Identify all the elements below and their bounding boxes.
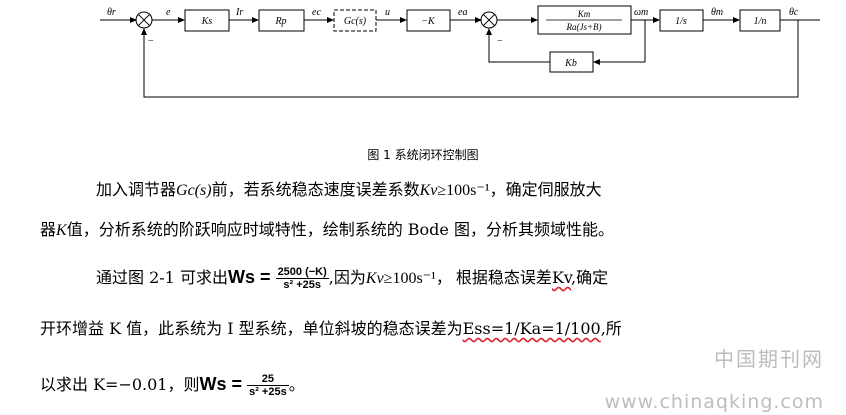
- minus-sign-2: −: [497, 36, 503, 47]
- text: 通过图 2-1 可求出: [96, 268, 228, 287]
- block-diagram: θr e Ir ec u ea ωm θm θc − − Ks Rp Gc(s)…: [100, 5, 820, 98]
- block-gear-label: 1/n: [754, 16, 767, 27]
- equation-ws-label: Ws =: [199, 374, 242, 394]
- label-theta-c: θc: [789, 7, 799, 18]
- label-ea: ea: [458, 7, 467, 18]
- symbol-k: K: [56, 222, 67, 239]
- label-e: e: [166, 7, 171, 18]
- text: 开环增益 K 值，此系统为 I 型系统，单位斜坡的稳态误差为: [40, 319, 463, 338]
- text: ,确定: [571, 268, 609, 287]
- inner-feedback-path: [593, 20, 646, 65]
- block-ks-label: Ks: [201, 16, 213, 27]
- ess-expression: Ess=1/Ka=1/100: [462, 319, 601, 338]
- symbol-kv-underlined: Kv: [551, 268, 572, 287]
- fraction-denominator: s² +25s: [283, 279, 321, 291]
- block-motor-denominator: Ra(Js+B): [565, 22, 601, 32]
- fraction-numerator: 2500 (−K): [275, 266, 329, 279]
- text: ≥100s⁻¹，确定伺服放大: [437, 182, 602, 199]
- watermark-cn: 中国期刊网: [714, 347, 824, 371]
- label-omega-m: ωm: [634, 7, 648, 18]
- text: 前，若系统稳态速度误差系数: [211, 180, 420, 199]
- text: ,因为: [328, 268, 366, 287]
- text: ≥100s⁻¹， 根据稳态误差: [383, 270, 552, 287]
- label-ir: Ir: [235, 7, 243, 18]
- block-gc-label: Gc(s): [344, 16, 367, 27]
- figure-caption: 图 1 系统闭环控制图: [367, 148, 479, 162]
- block-kb-label: Kb: [564, 58, 577, 69]
- text: 。: [288, 375, 305, 394]
- symbol-kv: Kv: [419, 182, 438, 199]
- text: 以求出 K=−0.01，则: [40, 375, 200, 394]
- label-theta-m: θm: [711, 7, 723, 18]
- text: ,所: [600, 319, 622, 338]
- text: 器: [40, 220, 57, 239]
- outer-feedback-path: [141, 20, 799, 98]
- text: 值，分析系统的阶跃响应时域特性，绘制系统的 Bode 图，分析其频域性能。: [66, 220, 614, 239]
- fraction-denominator: s² +25s: [249, 386, 287, 398]
- paragraph-3: 通过图 2-1 可求出Ws = 2500 (−K)s² +25s,因为Kv≥10…: [40, 266, 800, 291]
- block-integrator-label: 1/s: [675, 16, 687, 27]
- block-neg-k-label: −K: [421, 16, 436, 27]
- watermark-url: www.chinaqking.com: [604, 391, 824, 413]
- label-ec: ec: [312, 7, 321, 18]
- fraction-numerator: 25: [247, 373, 289, 386]
- block-motor-numerator: Km: [577, 9, 591, 19]
- label-theta-r: θr: [107, 7, 116, 18]
- paragraph-4: 开环增益 K 值，此系统为 I 型系统，单位斜坡的稳态误差为Ess=1/Ka=1…: [40, 321, 800, 337]
- symbol-gc: Gc(s): [176, 182, 212, 199]
- fraction-ws: 2500 (−K)s² +25s: [275, 266, 329, 291]
- block-rp-label: Rp: [274, 16, 286, 27]
- label-u: u: [385, 7, 390, 18]
- block-gc: [333, 9, 377, 32]
- paragraph-1: 加入调节器Gc(s)前，若系统稳态速度误差系数Kv≥100s⁻¹，确定伺服放大: [40, 182, 800, 199]
- minus-sign-1: −: [148, 36, 154, 47]
- equation-ws-label: Ws =: [227, 267, 271, 287]
- symbol-kv: Kv: [365, 270, 384, 287]
- text: 加入调节器: [96, 180, 177, 199]
- paragraph-2: 器K值，分析系统的阶跃响应时域特性，绘制系统的 Bode 图，分析其频域性能。: [40, 222, 800, 239]
